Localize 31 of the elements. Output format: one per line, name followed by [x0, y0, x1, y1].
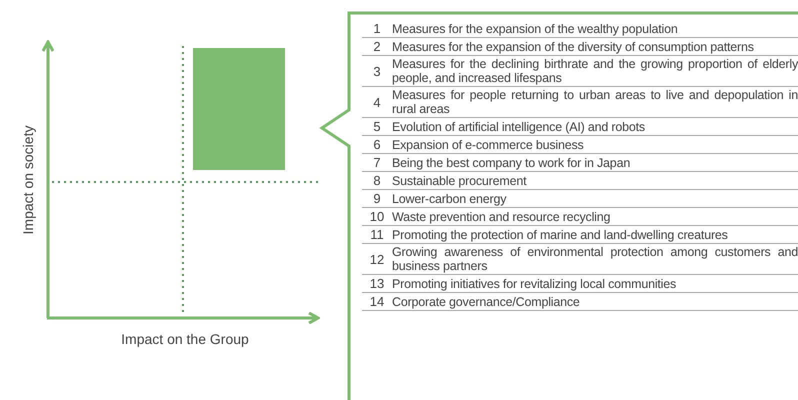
issue-text: Evolution of artificial intelligence (AI) and robots [392, 120, 646, 134]
row-number: 10 [368, 209, 386, 224]
issue-text: Corporate governance/Compliance [392, 294, 581, 308]
issue-text: Waste prevention and resource recycling [392, 210, 612, 224]
row-number: 2 [372, 39, 382, 54]
issue-text: Growing awareness of environmental protection among customers and business partners [392, 245, 798, 273]
issue-text: Measures for the expansion of the diversity of consumption patterns [392, 40, 755, 54]
issue-text: Measures for people returning to urban areas to live and depopulation in rural areas [392, 88, 798, 116]
row-number: 8 [372, 173, 382, 188]
row-number: 3 [372, 64, 382, 78]
issue-text: Being the best company to work for in Japan [392, 156, 632, 170]
row-number: 9 [372, 191, 382, 206]
issue-text: Measures for the declining birthrate and the growing proportion of elderly people, and increased lifespans [392, 57, 798, 85]
row-number: 1 [372, 21, 382, 36]
issue-text: Lower-carbon energy [392, 192, 508, 206]
issue-text: Sustainable procurement [392, 174, 528, 188]
focus-square [193, 48, 285, 170]
row-number: 14 [368, 294, 386, 309]
row-number: 12 [368, 252, 386, 266]
row-number: 4 [372, 94, 382, 110]
axis-title: Impact on the Group [120, 330, 250, 348]
row-number: 5 [372, 119, 382, 134]
axis-title: Impact on society [20, 124, 36, 236]
row-number: 13 [368, 276, 386, 291]
row-number: 11 [369, 227, 385, 242]
row-number: 6 [372, 137, 382, 152]
issue-text: Measures for the expansion of the wealthy population [392, 22, 679, 36]
issue-text: Expansion of e-commerce business [392, 138, 585, 152]
issue-text: Promoting initiatives for revitalizing local communities [392, 276, 678, 290]
issue-text: Promoting the protection of marine and land-dwelling creatures [392, 228, 729, 242]
row-number: 7 [372, 155, 382, 170]
